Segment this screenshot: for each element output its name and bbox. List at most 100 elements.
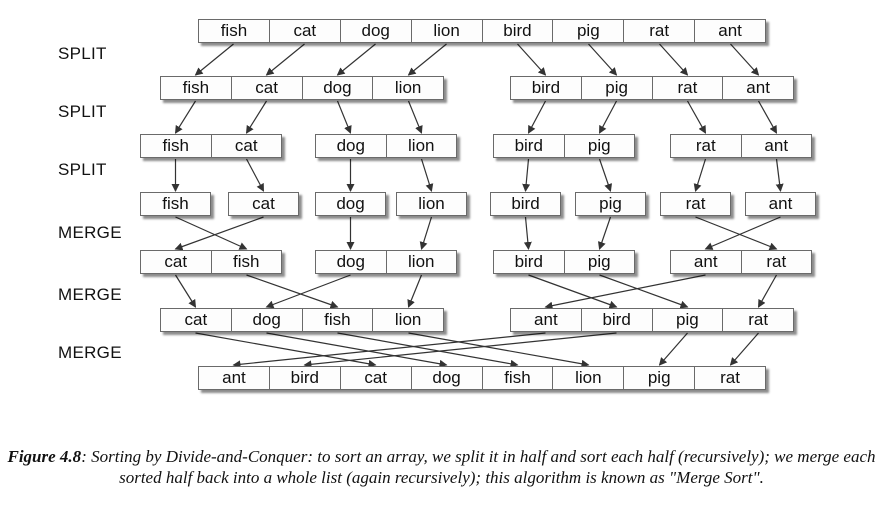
list-box: fish: [140, 192, 211, 216]
connector-arrow: [407, 43, 447, 76]
connector-arrow: [407, 274, 423, 308]
list-item: bird: [511, 194, 540, 213]
list-item: rat: [671, 135, 742, 157]
connector-arrow: [757, 100, 778, 134]
list-item: rat: [685, 194, 706, 213]
list-item: cat: [141, 251, 212, 273]
list-item: lion: [553, 367, 625, 389]
figure-label: Figure 4.8: [7, 447, 82, 466]
connector-arrow: [588, 43, 618, 76]
list-item: fish: [141, 135, 212, 157]
list-item: cat: [161, 309, 232, 331]
arrows-layer: [171, 43, 784, 369]
list-item: lion: [408, 136, 435, 155]
connector-arrow: [336, 100, 352, 134]
list-item: dog: [412, 367, 483, 389]
connector-arrow: [303, 332, 617, 369]
connector-arrow: [522, 158, 531, 192]
connector-arrow: [695, 216, 778, 251]
connector-arrow: [757, 274, 778, 308]
list-box: ant: [745, 192, 816, 216]
connector-arrow: [597, 216, 612, 250]
list-item: fish: [199, 20, 270, 42]
list-item: ant: [764, 136, 789, 155]
connector-arrow: [517, 43, 547, 76]
list-box: bird: [490, 192, 561, 216]
list-box: dog: [315, 192, 386, 216]
connector-arrow: [528, 274, 618, 309]
list-box: fish cat: [140, 134, 282, 158]
stage-label-merge-3: MERGE: [58, 343, 122, 362]
stage-label-merge-1: MERGE: [58, 223, 122, 242]
list-item: rat: [653, 77, 724, 99]
list-item: bird: [511, 77, 582, 99]
merge-sort-diagram: SPLIT SPLIT SPLIT MERGE MERGE MERGE fish…: [58, 19, 816, 390]
list-item: lion: [418, 194, 445, 213]
connector-arrow: [408, 332, 590, 368]
connector-arrow: [174, 100, 197, 134]
connector-arrow: [195, 332, 377, 368]
list-box: lion: [396, 192, 467, 216]
list-item: lion: [412, 20, 483, 42]
list-item: fish: [303, 309, 374, 331]
list-item: ant: [511, 309, 582, 331]
connector-arrow: [686, 100, 707, 134]
list-item: dog: [316, 251, 387, 273]
connector-arrow: [175, 216, 248, 250]
list-item: dog: [341, 20, 412, 42]
list-box: pig: [575, 192, 646, 216]
list-item: pig: [599, 194, 622, 213]
list-item: cat: [234, 136, 258, 155]
connector-arrow: [174, 274, 197, 308]
connector-arrow: [336, 43, 376, 76]
connector-arrow: [729, 332, 759, 366]
list-item: fish: [161, 77, 232, 99]
list-item: pig: [553, 20, 625, 42]
list-item: fish: [162, 194, 189, 213]
connector-arrow: [704, 216, 781, 250]
list-item: dog: [336, 194, 365, 213]
list-item: ant: [671, 251, 742, 273]
connector-arrow: [266, 332, 448, 368]
list-item: ant: [199, 367, 270, 389]
connector-arrow: [245, 100, 268, 134]
list-box: dog lion: [315, 134, 457, 158]
list-item: ant: [746, 78, 770, 97]
connector-arrow: [730, 43, 760, 76]
connector-arrow: [419, 216, 433, 250]
list-item: cat: [341, 367, 412, 389]
connector-arrow: [232, 332, 546, 369]
list-item: dog: [316, 135, 387, 157]
connector-arrow: [337, 332, 519, 368]
list-item: cat: [270, 20, 341, 42]
connector-arrow: [265, 274, 351, 309]
connector-arrow: [246, 274, 339, 309]
list-item: pig: [587, 252, 611, 271]
stage-label-split-3: SPLIT: [58, 160, 107, 179]
connector-arrow: [265, 43, 305, 76]
list-item: pig: [653, 309, 724, 331]
list-item: pig: [624, 367, 696, 389]
list-item: rat: [720, 368, 740, 387]
list-item: bird: [270, 367, 341, 389]
list-item: pig: [582, 77, 653, 99]
connector-arrow: [544, 274, 706, 310]
figure-caption-text: : Sorting by Divide-and-Conquer: to sort…: [81, 447, 876, 487]
connector-arrow: [659, 43, 689, 76]
connector-arrow: [693, 158, 707, 192]
list-item: bird: [483, 20, 554, 42]
connector-arrow: [245, 158, 265, 192]
list-item: cat: [232, 77, 303, 99]
connector-arrow: [407, 100, 423, 134]
connector-arrow: [527, 100, 547, 134]
list-box: rat ant: [670, 134, 812, 158]
stage-label-split-2: SPLIT: [58, 102, 107, 121]
